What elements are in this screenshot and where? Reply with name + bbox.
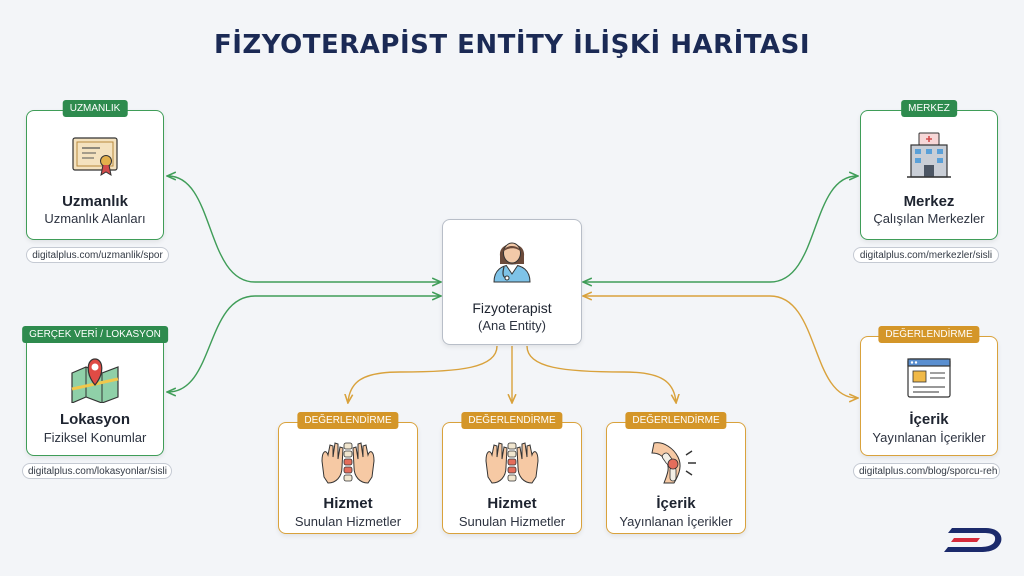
spine-hands-icon (321, 442, 375, 484)
hizmet-1-subtitle: Sunulan Hizmetler (294, 514, 402, 529)
lokasyon-title: Lokasyon (59, 411, 131, 428)
icerik-right-subtitle: Yayınlanan İçerikler (872, 430, 986, 445)
hizmet-1-title: Hizmet (323, 495, 373, 512)
merkez-tag: MERKEZ (901, 100, 957, 117)
merkez-subtitle: Çalışılan Merkezler (873, 211, 985, 226)
link-icerik-right (584, 296, 857, 398)
link-merkez (584, 176, 857, 282)
hizmet-2-title: Hizmet (487, 495, 537, 512)
uzmanlik-url[interactable]: digitalplus.com/uzmanlik/spor (26, 247, 169, 263)
center-subtitle: (Ana Entity) (478, 318, 546, 333)
icerik-right-tag: DEĞERLENDİRME (878, 326, 980, 343)
uzmanlik-tag: UZMANLIK (62, 100, 128, 117)
lokasyon-url[interactable]: digitalplus.com/lokasyonlar/sisli (22, 463, 172, 479)
web-page-icon (907, 358, 951, 398)
uzmanlik-title: Uzmanlık (62, 193, 128, 210)
hizmet-2-subtitle: Sunulan Hizmetler (458, 514, 566, 529)
icerik-right-url[interactable]: digitalplus.com/blog/sporcu-reh (853, 463, 1000, 479)
hizmet-1-tag: DEĞERLENDİRME (297, 412, 399, 429)
hizmet-2-card[interactable]: DEĞERLENDİRME Hizmet Sunulan Hizmetler (442, 412, 582, 534)
hizmet-1-card[interactable]: DEĞERLENDİRME Hizmet Sunulan Hizmetler (278, 412, 418, 534)
merkez-url[interactable]: digitalplus.com/merkezler/sisli (853, 247, 999, 263)
page-title: FİZYOTERAPİST ENTİTY İLİŞKİ HARİTASI (213, 30, 811, 60)
icerik-bottom-card[interactable]: DEĞERLENDİRME İçerik Yayınlanan İçerikle… (606, 412, 746, 534)
link-uzmanlik (168, 176, 440, 282)
center-entity-card[interactable]: Fizyoterapist (Ana Entity) (442, 219, 582, 345)
center-title: Fizyoterapist (472, 300, 552, 316)
map-pin-icon (71, 358, 119, 403)
icerik-right-title: İçerik (909, 411, 949, 428)
physiotherapist-avatar-icon (493, 242, 531, 283)
knee-joint-icon (651, 442, 696, 484)
hizmet-2-tag: DEĞERLENDİRME (461, 412, 563, 429)
uzmanlik-subtitle: Uzmanlık Alanları (44, 211, 146, 226)
link-hizmet-1 (348, 345, 498, 402)
lokasyon-card[interactable]: GERÇEK VERİ / LOKASYON Lokasyon Fiziksel… (22, 326, 168, 456)
icerik-bottom-subtitle: Yayınlanan İçerikler (619, 514, 733, 529)
certificate-icon (72, 137, 118, 177)
building-icon (907, 132, 951, 178)
merkez-card[interactable]: MERKEZ Merkez Çalışılan Merkezler (860, 100, 998, 240)
link-lokasyon (168, 296, 440, 392)
lokasyon-tag: GERÇEK VERİ / LOKASYON (22, 326, 168, 343)
merkez-title: Merkez (903, 193, 955, 210)
icerik-right-card[interactable]: DEĞERLENDİRME İçerik Yayınlanan İçerikle… (860, 326, 998, 456)
brand-logo-icon (944, 528, 1002, 552)
icerik-bottom-tag: DEĞERLENDİRME (625, 412, 727, 429)
spine-hands-icon (485, 442, 539, 484)
icerik-bottom-title: İçerik (656, 495, 696, 512)
link-icerik-bottom (526, 345, 676, 402)
uzmanlik-card[interactable]: UZMANLIK Uzmanlık Uzmanlık Alanları (26, 100, 164, 240)
lokasyon-subtitle: Fiziksel Konumlar (43, 430, 147, 445)
